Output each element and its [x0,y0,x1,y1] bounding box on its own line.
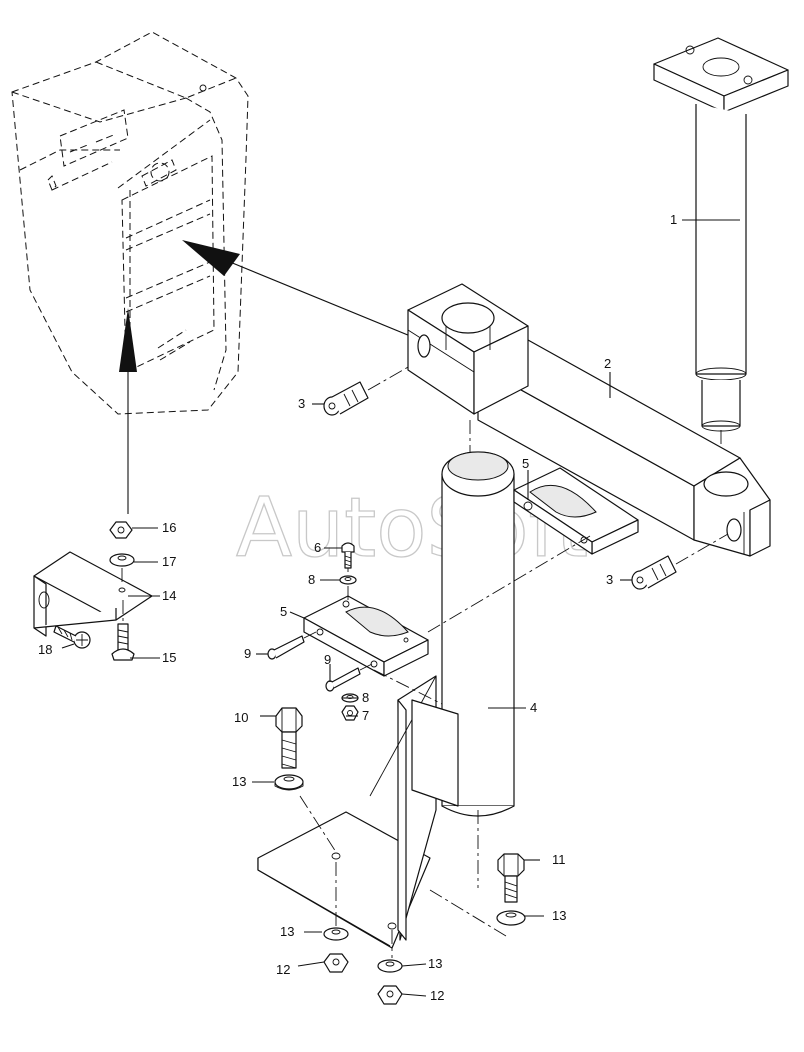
part-5-clamp-upper [513,467,639,555]
part-8-washer-upper [339,575,357,602]
part-16-nut [109,521,133,539]
callout-16: 16 [162,520,176,535]
callout-13-b: 13 [552,908,566,923]
part-3-bolt-upper [323,365,411,416]
part-5-clamp-lower [303,535,591,705]
part-4-column-stand [257,451,515,949]
callout-13-c: 13 [280,924,294,939]
part-7-nut [341,705,359,721]
part-1-post [653,37,789,462]
part-17-washer [109,553,135,567]
part-12-nut-b [377,985,403,1005]
callout-2: 2 [604,356,611,371]
callout-18: 18 [38,642,52,657]
mounting-arrow-lower [119,308,137,514]
part-15-screw [111,600,135,661]
part-9-bolt-upper [267,631,317,660]
part-10-hex-bolt [275,707,303,769]
callout-8-upper: 8 [308,572,315,587]
callout-6: 6 [314,540,321,555]
part-12-nut-a [323,953,349,973]
callout-1: 1 [670,212,677,227]
callout-15: 15 [162,650,176,665]
part-6-screw [341,542,355,572]
callout-12-right: 12 [430,988,444,1003]
callout-13-a: 13 [232,774,246,789]
part-11-hex-bolt [497,853,525,903]
part-13-washer-d [377,930,403,973]
callout-5-lower: 5 [280,604,287,619]
part-3-bolt-lower [631,533,729,590]
leader-lines [61,219,740,997]
part-13-washer-b [429,889,526,937]
callout-4: 4 [530,700,537,715]
callout-17: 17 [162,554,176,569]
callout-12-left: 12 [276,962,290,977]
callout-5-upper: 5 [522,456,529,471]
callout-8-lower: 8 [362,690,369,705]
callout-9-upper: 9 [244,646,251,661]
callout-14: 14 [162,588,176,603]
callout-3-upper: 3 [298,396,305,411]
callout-labels: 1 2 3 3 4 5 5 6 7 8 8 9 9 10 11 12 12 13… [38,212,677,1003]
callout-13-d: 13 [428,956,442,971]
part-14-bracket [33,551,153,637]
callout-7: 7 [362,708,369,723]
mounting-arrow-upper [182,240,421,341]
part-18-screw [53,625,91,649]
callout-9-lower: 9 [324,652,331,667]
callout-10: 10 [234,710,248,725]
machine-body-outline [11,31,249,415]
callout-3-lower: 3 [606,572,613,587]
part-13-washer-c [323,862,349,941]
callout-11: 11 [552,852,566,867]
part-9-bolt-lower [325,663,373,692]
part-13-washer-a [274,774,337,853]
part-2-swing-arm [407,283,771,557]
